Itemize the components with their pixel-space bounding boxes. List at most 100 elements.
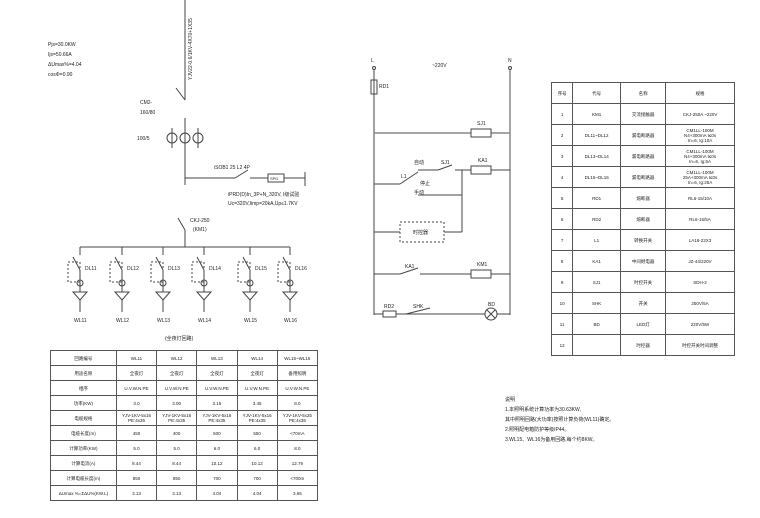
table-cell: KA1: [572, 250, 622, 272]
branch-cable-end: [281, 291, 299, 301]
branch-breaker: [196, 256, 205, 271]
feeder-caption: (全夜灯回路): [165, 336, 194, 342]
cable-label: YJV22-0.6/1KV-4X70+1X35: [188, 18, 194, 80]
table-cell: 漏电断路器: [620, 124, 667, 146]
table-cell: 9: [550, 271, 574, 293]
table-cell: 全夜灯: [115, 365, 158, 381]
row-header: 用途名称: [50, 365, 117, 381]
km1-coil: [470, 269, 492, 279]
ka1-coil: [470, 165, 492, 175]
table-cell: WL12: [156, 350, 198, 366]
table-cell: 4: [550, 166, 574, 188]
branch-cable-end: [154, 291, 172, 301]
table-cell: WL14: [236, 350, 278, 366]
branch-cable-end: [71, 291, 89, 301]
column-header: 名称: [620, 82, 667, 104]
table-cell: [572, 334, 622, 356]
table-cell: 5.0: [156, 440, 198, 456]
table-cell: 6: [550, 208, 574, 230]
table-cell: 5: [550, 187, 574, 209]
column-header: 规格: [665, 82, 735, 104]
branch-breaker-label: DL13: [168, 266, 180, 272]
notes-title: 说明: [505, 397, 516, 403]
branch-breaker: [242, 256, 251, 271]
table-cell: 3.13: [156, 485, 198, 501]
table-cell: 250V/5A: [665, 292, 735, 314]
branch-circuit-label: WL11: [74, 318, 87, 324]
table-cell: 漏电断路器: [620, 166, 667, 188]
main-breaker-blade: [175, 87, 186, 101]
table-cell: BD: [572, 313, 622, 335]
table-cell: DL15~DL16: [572, 166, 622, 188]
row-header: 电缆长度(m): [50, 425, 117, 441]
table-cell: 6.0: [196, 440, 238, 456]
table-cell: U.V.W.N.PE: [276, 380, 319, 396]
table-cell: U.V.W.N.PE: [236, 380, 278, 396]
table-cell: 5.0: [115, 440, 158, 456]
table-cell: 3.13: [115, 485, 158, 501]
table-cell: 1: [550, 103, 574, 125]
control-circuit: [370, 66, 512, 321]
table-cell: 时控开关时间调整: [665, 334, 735, 356]
table-cell: JZ-44/220V: [665, 250, 735, 272]
branch-breaker-label: DL14: [209, 266, 221, 272]
table-cell: U.V.W.N.PE: [156, 380, 198, 396]
branch-rcd-box: [191, 261, 205, 283]
fuse-rd1: [370, 79, 378, 95]
table-cell: 3.00: [156, 395, 198, 411]
branch-circuit-label: WL14: [198, 318, 212, 324]
table-cell: 3.15: [196, 395, 238, 411]
branch-breaker: [114, 256, 123, 271]
ct-label: 100/5: [137, 136, 150, 142]
table-cell: 3.45: [236, 395, 278, 411]
notes-line: 3.WL15、WL16为备用回路,每个约8KW。: [505, 437, 598, 443]
table-cell: SHK: [572, 292, 622, 314]
main-breaker-2: 160/80: [140, 110, 156, 116]
table-cell: LA18-22X3: [665, 229, 735, 251]
branch-breaker-label: DL15: [255, 266, 267, 272]
table-cell: 4.04: [196, 485, 238, 501]
table-cell: 400: [156, 425, 198, 441]
ka1-label: KA1: [478, 158, 488, 164]
table-cell: 500: [196, 425, 238, 441]
table-cell: <700m: [276, 470, 319, 486]
table-cell: 8.0: [276, 440, 319, 456]
branch-breaker: [72, 256, 81, 271]
branch-circuit-label: WL16: [284, 318, 298, 324]
table-cell: RD1: [572, 187, 622, 209]
table-cell: WL13: [196, 350, 238, 366]
table-cell: 12.79: [276, 455, 319, 471]
branch-circuit-label: WL13: [157, 318, 171, 324]
table-cell: 700: [236, 470, 278, 486]
branch-breaker-label: DL16: [295, 266, 307, 272]
notes: 说明 1.本照明系统计算功率为30.63KW, 其中照明回路(大功率)按照计算负…: [505, 395, 614, 445]
branch-rcd-box: [237, 261, 251, 283]
row-header: 回路编号: [50, 350, 117, 366]
table-cell: 3.0: [115, 395, 158, 411]
table-cell: 8.44: [115, 455, 158, 471]
l1-label: L1: [401, 174, 407, 180]
branch-circuit-label: WL12: [116, 318, 130, 324]
table-cell: WL11: [115, 350, 158, 366]
table-cell: 开关: [620, 292, 667, 314]
table-cell: 备用照明: [276, 365, 319, 381]
table-cell: 中间继电器: [620, 250, 667, 272]
bd-label: BD: [488, 302, 495, 308]
shk-label: SHK: [413, 304, 424, 310]
row-header: 相序: [50, 380, 117, 396]
calc-pjs: Pjs=30.0KW: [48, 42, 76, 48]
table-cell: WL15~WL16: [276, 350, 319, 366]
table-cell: 4.04: [236, 485, 278, 501]
